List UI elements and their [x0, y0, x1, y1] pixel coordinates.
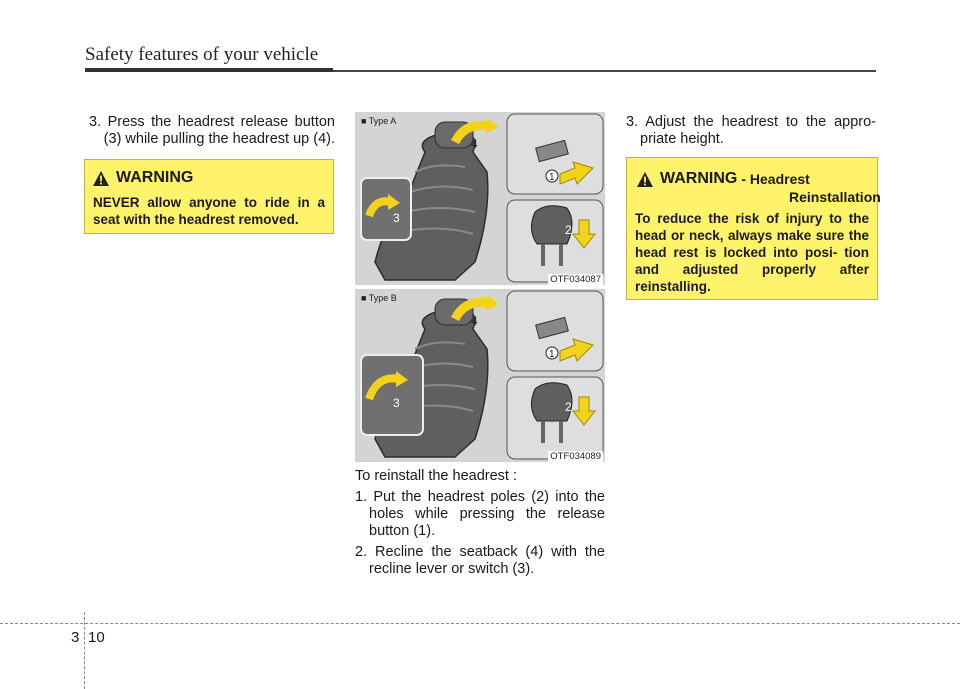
step-3-release: 3. Press the headrest release button (3)…	[89, 114, 335, 148]
warning-title-left: WARNING	[93, 169, 193, 187]
reinstall-title: To reinstall the headrest :	[355, 468, 518, 484]
reinstall-step-2: 2. Recline the seatback (4) with the rec…	[355, 544, 605, 577]
panel-type-a: 4 3 1 2 ■ Type A OTF034087	[355, 112, 605, 285]
type-b-label: ■ Type B	[361, 293, 397, 303]
warning-subtitle-line-2: Reinstallation	[789, 189, 881, 205]
warning-title-right: WARNING - Headrest	[637, 170, 881, 188]
seat-illustration-b: 4 3 1 2	[355, 289, 605, 462]
footer-dashed-rule	[0, 623, 960, 624]
callout-4-a: 4	[471, 137, 478, 151]
figure-code-a: OTF034087	[548, 274, 603, 285]
callout-3-a: 3	[393, 211, 400, 225]
step-3-line-2: (3) while pulling the headrest up (4).	[103, 131, 335, 147]
seat-illustration-a: 4 3 1 2	[355, 112, 605, 285]
step-3-adjust: 3. Adjust the headrest to the appro- pri…	[626, 114, 876, 148]
footer-vertical-dash	[84, 612, 85, 689]
header-rule-thin	[333, 70, 876, 72]
warning-label-right: WARNING	[660, 170, 738, 187]
callout-2-a: 2	[565, 223, 572, 237]
chapter-number: 3	[71, 629, 80, 646]
warning-box-right: WARNING - Headrest Reinstallation To red…	[626, 157, 881, 300]
warning-subtitle-line-1: - Headrest	[741, 171, 810, 187]
reinstall-step-1: 1. Put the headrest poles (2) into the h…	[355, 489, 605, 539]
page-header-title: Safety features of your vehicle	[85, 44, 319, 65]
callout-4-b: 4	[471, 314, 478, 328]
step-3-adjust-text: 3. Adjust the headrest to the appro- pri…	[626, 114, 876, 147]
callout-2-b: 2	[565, 400, 572, 414]
warning-label-left: WARNING	[116, 169, 194, 186]
reinstall-instructions: To reinstall the headrest : 1. Put the h…	[355, 468, 605, 578]
warning-body-right: To reduce the risk of injury to the head…	[635, 211, 869, 294]
panel-type-b: 4 3 1 2 ■ Type B OTF034089	[355, 289, 605, 462]
warning-box-left: WARNING NEVER allow anyone to ride in a …	[84, 159, 334, 234]
warning-triangle-icon	[93, 170, 109, 186]
warning-header-right: WARNING - Headrest Reinstallation	[637, 170, 881, 205]
step-3-line-1: 3. Press the headrest release button	[89, 114, 335, 130]
callout-1-b: 1	[549, 349, 555, 360]
callout-3-b: 3	[393, 396, 400, 410]
header-rule-thick	[85, 68, 333, 72]
callout-1-a: 1	[549, 172, 555, 183]
type-a-label: ■ Type A	[361, 116, 397, 126]
figure-code-b: OTF034089	[548, 451, 603, 462]
headrest-figure: 4 3 1 2 ■ Type A OTF034087	[355, 112, 605, 462]
page-number: 10	[88, 629, 105, 646]
warning-triangle-icon	[637, 171, 653, 187]
warning-body-left: NEVER allow anyone to ride in a seat wit…	[93, 195, 325, 227]
